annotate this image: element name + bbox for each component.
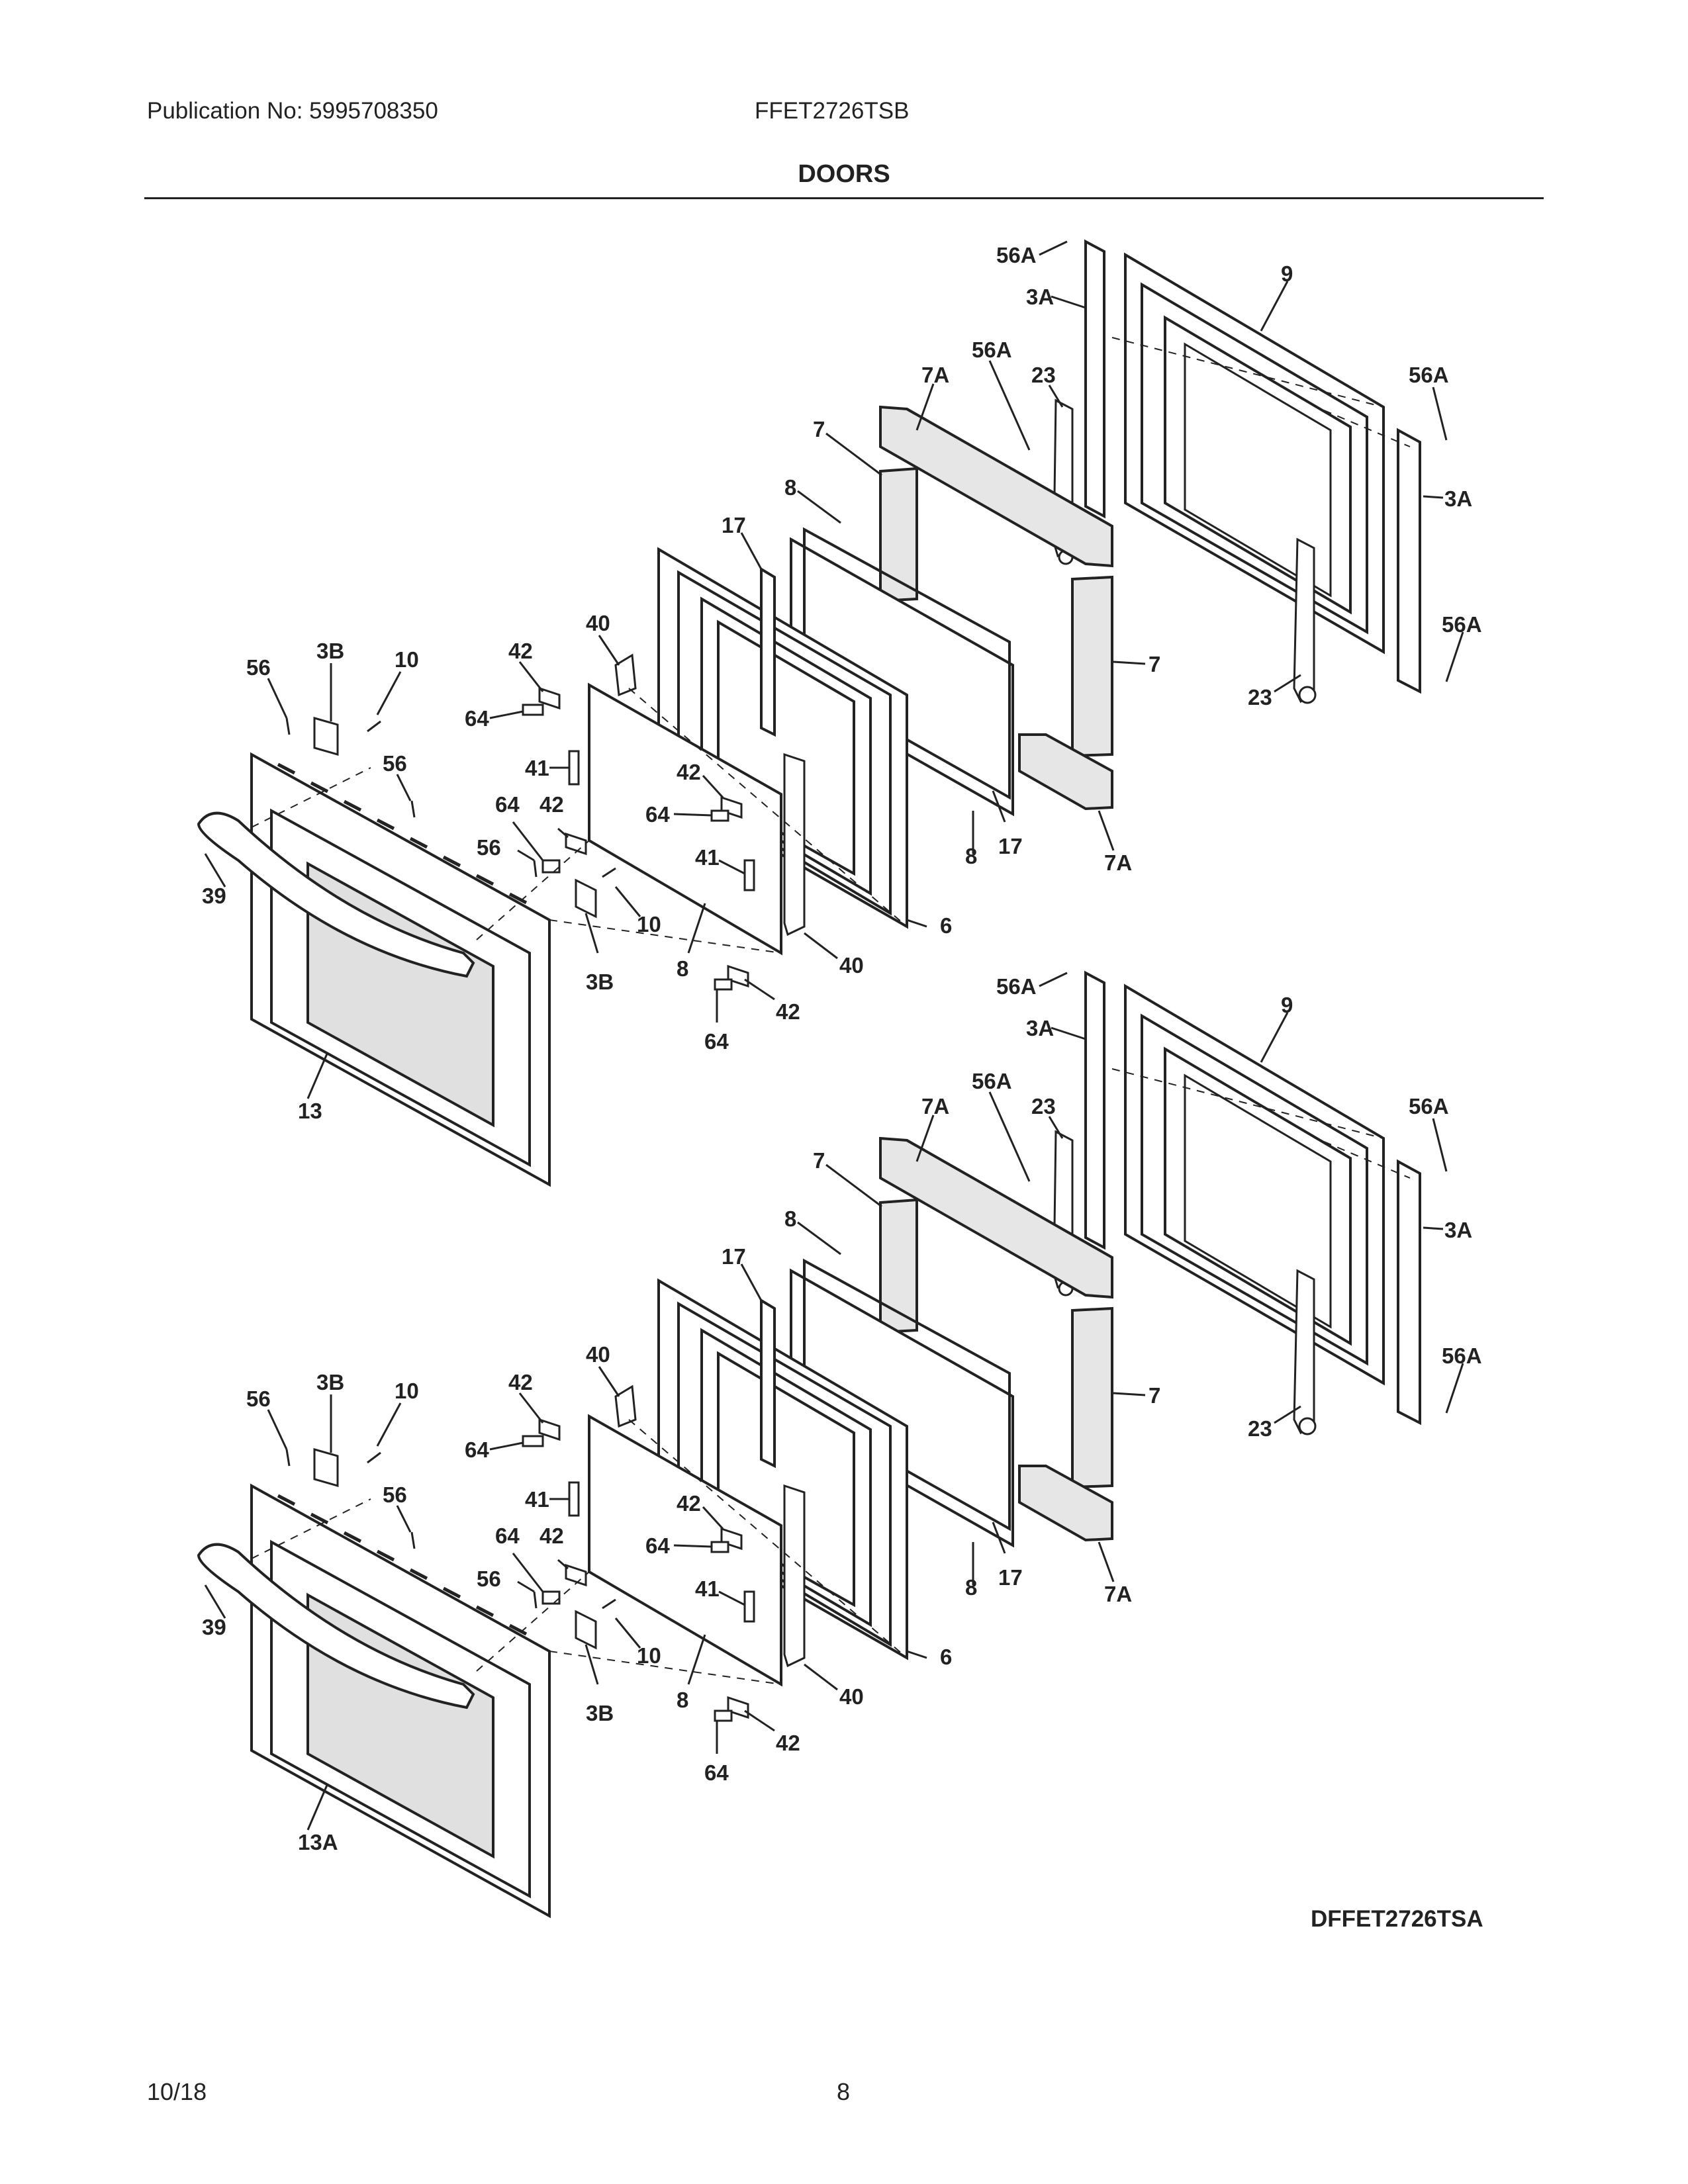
callout-label: 56A (1409, 363, 1449, 387)
upper-callouts: 56A 3A 9 56A 23 7A 56A 3A 7 8 17 56A 7 2… (202, 243, 1482, 1123)
callout-label: 7 (813, 417, 825, 441)
callout-label: 56 (246, 655, 271, 680)
lower-callouts: 56A 3A 9 56A 23 7A 56A 3A 7 8 17 56A 7 2… (202, 974, 1482, 1854)
callout-label: 3B (586, 1701, 614, 1725)
callout-label: 56 (383, 751, 407, 776)
callout-label: 42 (677, 760, 701, 784)
callout-label: 3A (1444, 1218, 1472, 1242)
callout-label: 64 (465, 1437, 489, 1462)
callout-label: 3B (316, 639, 344, 663)
callout-label: 17 (722, 513, 746, 537)
callout-label: 8 (677, 956, 688, 981)
lower-door-assembly (199, 973, 1463, 1916)
upper-door-assembly (199, 242, 1463, 1185)
callout-label: 64 (704, 1760, 729, 1785)
callout-label: 7 (1149, 652, 1160, 676)
callout-label: 7A (1104, 850, 1132, 875)
callout-label: 42 (508, 1370, 533, 1394)
callout-label: 8 (784, 1206, 796, 1231)
callout-label: 56 (383, 1482, 407, 1507)
callout-label: 10 (395, 647, 419, 672)
callout-label: 6 (940, 913, 952, 938)
callout-label: 8 (677, 1688, 688, 1712)
callout-label: 42 (539, 792, 564, 817)
callout-label: 40 (586, 1342, 610, 1367)
callout-label: 56A (996, 974, 1037, 999)
callout-label: 7A (1104, 1582, 1132, 1606)
callout-label: 40 (586, 611, 610, 635)
callout-label: 56A (1442, 1343, 1482, 1368)
callout-label: 10 (637, 912, 661, 936)
page-number: 8 (837, 2078, 851, 2105)
callout-label: 64 (645, 1533, 670, 1558)
callout-label: 64 (645, 802, 670, 827)
callout-label: 7A (921, 363, 949, 387)
callout-label: 3B (586, 970, 614, 994)
callout-label: 23 (1031, 1094, 1056, 1118)
callout-label: 56 (246, 1387, 271, 1411)
callout-label: 42 (677, 1491, 701, 1516)
callout-label: 42 (776, 999, 800, 1024)
callout-label: 7 (813, 1148, 825, 1173)
callout-label: 42 (539, 1524, 564, 1548)
callout-label: 3A (1444, 486, 1472, 511)
callout-label: 7 (1149, 1383, 1160, 1408)
callout-label: 9 (1281, 261, 1293, 286)
callout-label: 41 (525, 1487, 549, 1512)
callout-label: 3A (1026, 285, 1054, 309)
callout-label: 56A (1442, 612, 1482, 637)
callout-label: 3B (316, 1370, 344, 1394)
callout-label: 40 (839, 1684, 864, 1709)
callout-label: 10 (395, 1379, 419, 1403)
callout-label: 56 (477, 1567, 501, 1591)
callout-label: 13 (298, 1099, 322, 1123)
callout-label: 8 (965, 844, 977, 868)
callout-label: 23 (1031, 363, 1056, 387)
callout-label: 3A (1026, 1016, 1054, 1040)
callout-label: 41 (525, 756, 549, 780)
callout-label: 39 (202, 1615, 226, 1639)
callout-label: 64 (495, 1524, 520, 1548)
callout-label: 64 (465, 706, 489, 731)
page-title: DOORS (798, 160, 890, 188)
callout-label: 17 (998, 834, 1023, 858)
callout-label: 56A (972, 1069, 1012, 1093)
callout-label: 23 (1248, 1416, 1272, 1441)
callout-label: 17 (998, 1565, 1023, 1590)
callout-label: 42 (776, 1731, 800, 1755)
callout-label: 56A (972, 338, 1012, 362)
callout-label: 56A (996, 243, 1037, 267)
callout-label: 40 (839, 953, 864, 978)
callout-label: 56 (477, 835, 501, 860)
callout-label: 64 (495, 792, 520, 817)
callout-label: 39 (202, 884, 226, 908)
callout-label: 6 (940, 1645, 952, 1669)
callout-label: 8 (784, 475, 796, 500)
callout-label: 9 (1281, 993, 1293, 1017)
callout-label: 13A (298, 1830, 338, 1854)
diagram-code: DFFET2726TSA (1311, 1906, 1483, 1932)
callout-label: 7A (921, 1094, 949, 1118)
callout-label: 64 (704, 1029, 729, 1054)
callout-label: 41 (695, 1576, 720, 1601)
callout-label: 42 (508, 639, 533, 663)
callout-label: 17 (722, 1244, 746, 1269)
callout-label: 56A (1409, 1094, 1449, 1118)
publication-number: Publication No: 5995708350 (147, 98, 438, 124)
title-divider (144, 197, 1544, 199)
footer-date: 10/18 (147, 2078, 207, 2105)
callout-label: 8 (965, 1575, 977, 1600)
model-number: FFET2726TSB (755, 98, 910, 124)
callout-label: 23 (1248, 685, 1272, 709)
callout-label: 10 (637, 1643, 661, 1668)
callout-label: 41 (695, 845, 720, 870)
